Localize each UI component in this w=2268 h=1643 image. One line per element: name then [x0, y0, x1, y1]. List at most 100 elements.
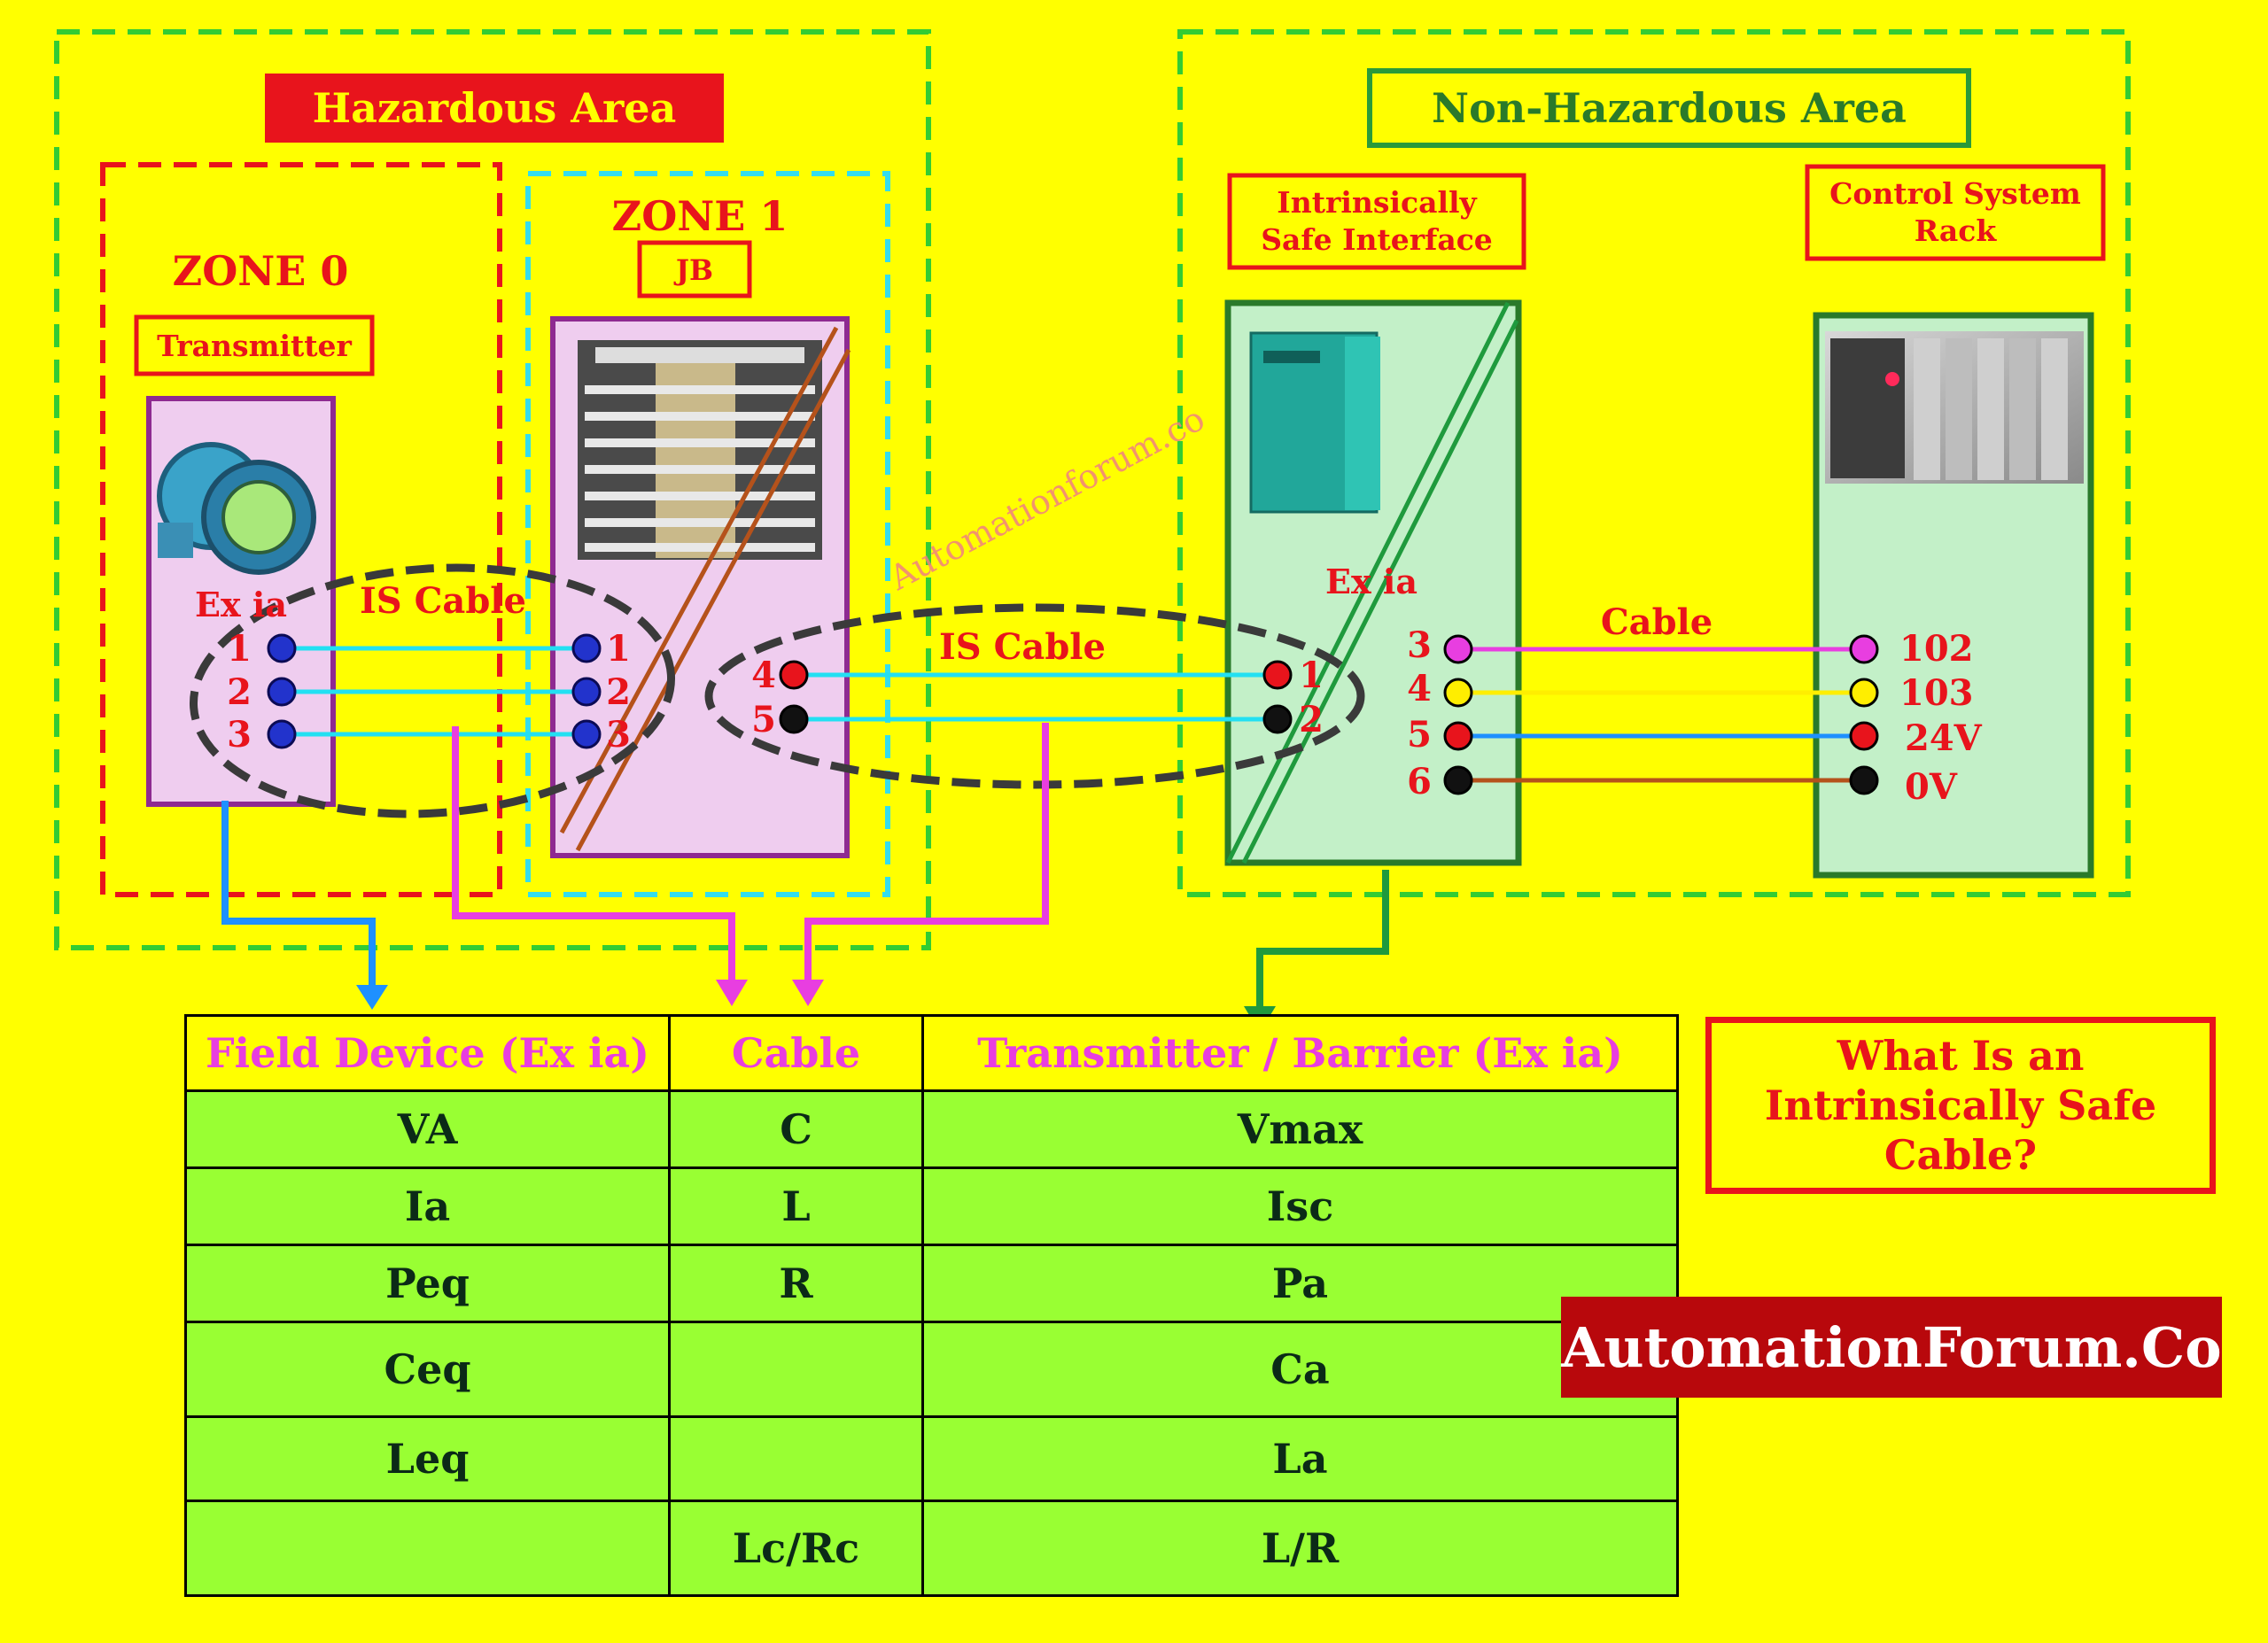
jb-input-terminals: 1 2 3 [571, 628, 631, 756]
terminal-label: 1 [606, 628, 631, 670]
hazardous-area-title: Hazardous Area [260, 68, 729, 148]
terminal-label: 2 [1299, 699, 1324, 740]
transmitter-label-box: Transmitter [134, 314, 375, 376]
terminal-label: 4 [1407, 668, 1432, 709]
table-cell: C [668, 1089, 924, 1169]
jb-separator-line-1 [559, 326, 839, 834]
zone0-label: ZONE 0 [173, 247, 349, 295]
terminal-label: 102 [1899, 628, 1974, 670]
is-interface-label-line2: Safe Interface [1261, 222, 1493, 257]
terminal-label: 3 [227, 714, 252, 756]
transmitter-label: Transmitter [157, 329, 352, 363]
table-cell [668, 1321, 924, 1418]
table-cell: Isc [921, 1166, 1679, 1246]
plc-rack-image [1825, 331, 2084, 484]
zone1-boundary [525, 171, 890, 897]
terminal-dot [1443, 678, 1473, 708]
is-cable-label-2: IS Cable [939, 626, 1106, 668]
table-cell: Ceq [184, 1321, 671, 1418]
table-header-row: Field Device (Ex ia) Cable Transmitter /… [184, 1014, 1679, 1092]
table-cell: VA [184, 1089, 671, 1169]
header-transmitter-barrier: Transmitter / Barrier (Ex ia) [921, 1014, 1679, 1092]
table-row: Ia L Isc [184, 1166, 1679, 1246]
barrier-separator-line-2 [1241, 319, 1519, 864]
terminal-label: 3 [606, 714, 631, 756]
terminal-dot [571, 677, 602, 707]
table-cell: Ca [921, 1321, 1679, 1418]
arrow-field-device [221, 801, 376, 990]
header-field-device: Field Device (Ex ia) [184, 1014, 671, 1092]
arrow-barrier [1256, 870, 1389, 1010]
cable-label: Cable [1601, 601, 1713, 643]
table-cell [668, 1415, 924, 1502]
non-hazardous-area-label: Non-Hazardous Area [1432, 84, 1907, 132]
table-row: Peq R Pa [184, 1244, 1679, 1323]
terminal-dot [779, 704, 809, 734]
terminal-block-image [578, 340, 822, 560]
arrow-head-cable-1 [716, 980, 748, 1006]
header-cable: Cable [668, 1014, 924, 1092]
terminal-dot [1443, 634, 1473, 664]
zone1-label: ZONE 1 [612, 192, 788, 240]
table-row: VA C Vmax [184, 1089, 1679, 1169]
is-cable-ellipse-2 [704, 603, 1365, 789]
terminal-dot [1849, 765, 1879, 795]
hazardous-area-boundary [54, 29, 931, 950]
arrow-cable-1 [452, 726, 735, 983]
table-cell: Vmax [921, 1089, 1679, 1169]
table-cell: Ia [184, 1166, 671, 1246]
table-cell: R [668, 1244, 924, 1323]
is-cable-label-1: IS Cable [360, 580, 526, 622]
control-rack-label-line2: Rack [1915, 213, 1998, 248]
table-cell: L/R [921, 1500, 1679, 1597]
jb-separator-line-2 [575, 348, 851, 852]
arrow-head-cable-2 [792, 980, 824, 1006]
terminal-dot [1262, 660, 1293, 690]
rack-terminals: 102 103 24V 0V [1849, 628, 1983, 808]
table-cell: Peq [184, 1244, 671, 1323]
terminal-dot [571, 719, 602, 749]
terminal-dot [1443, 765, 1473, 795]
transmitter-image [157, 442, 316, 575]
is-interface-label-line1: Intrinsically [1277, 185, 1477, 220]
non-hazardous-area-title: Non-Hazardous Area [1367, 68, 1971, 148]
ex-ia-label-barrier: Ex ia [1325, 562, 1418, 601]
terminal-label: 3 [1407, 624, 1432, 666]
is-cable-ellipse-1 [189, 563, 676, 818]
hazardous-area-label: Hazardous Area [313, 84, 677, 132]
table-cell: Pa [921, 1244, 1679, 1323]
terminal-label: 5 [1407, 714, 1432, 756]
terminal-label: 0V [1905, 766, 1958, 808]
transmitter-terminals: 1 2 3 [227, 628, 297, 756]
terminal-label: 103 [1899, 672, 1974, 714]
ex-ia-label-field: Ex ia [195, 585, 287, 624]
terminal-label: 5 [751, 699, 776, 740]
barrier-output-terminals: 3 4 5 6 [1407, 624, 1473, 802]
jb-output-terminals: 4 5 [751, 655, 809, 740]
terminal-dot [1849, 634, 1879, 664]
jb-label: JB [673, 253, 713, 287]
table-row: Ceq Ca [184, 1321, 1679, 1418]
terminal-label: 6 [1407, 761, 1432, 802]
terminal-dot [779, 660, 809, 690]
terminal-dot [1849, 678, 1879, 708]
non-hazardous-area-boundary [1177, 29, 2131, 897]
brand-text: AutomationForum.Co [1561, 1314, 2222, 1380]
control-rack-label-line1: Control System [1829, 176, 2081, 211]
terminal-label: 4 [751, 655, 776, 696]
question-text: What Is an Intrinsically Safe Cable? [1764, 1032, 2157, 1179]
barrier-input-terminals: 1 2 [1262, 655, 1324, 740]
terminal-dot [1443, 721, 1473, 751]
table-cell: Leq [184, 1415, 671, 1502]
table-cell [184, 1500, 671, 1597]
terminal-dot [267, 633, 297, 663]
arrow-head-field-device [356, 985, 388, 1010]
terminal-label: 2 [227, 671, 252, 713]
brand-banner: AutomationForum.Co [1561, 1297, 2222, 1398]
question-box: What Is an Intrinsically Safe Cable? [1705, 1017, 2216, 1194]
table-row: Lc/Rc L/R [184, 1500, 1679, 1597]
control-rack-label-box: Control System Rack [1805, 164, 2106, 261]
barrier-module-image [1249, 331, 1380, 514]
table-row: Leq La [184, 1415, 1679, 1502]
